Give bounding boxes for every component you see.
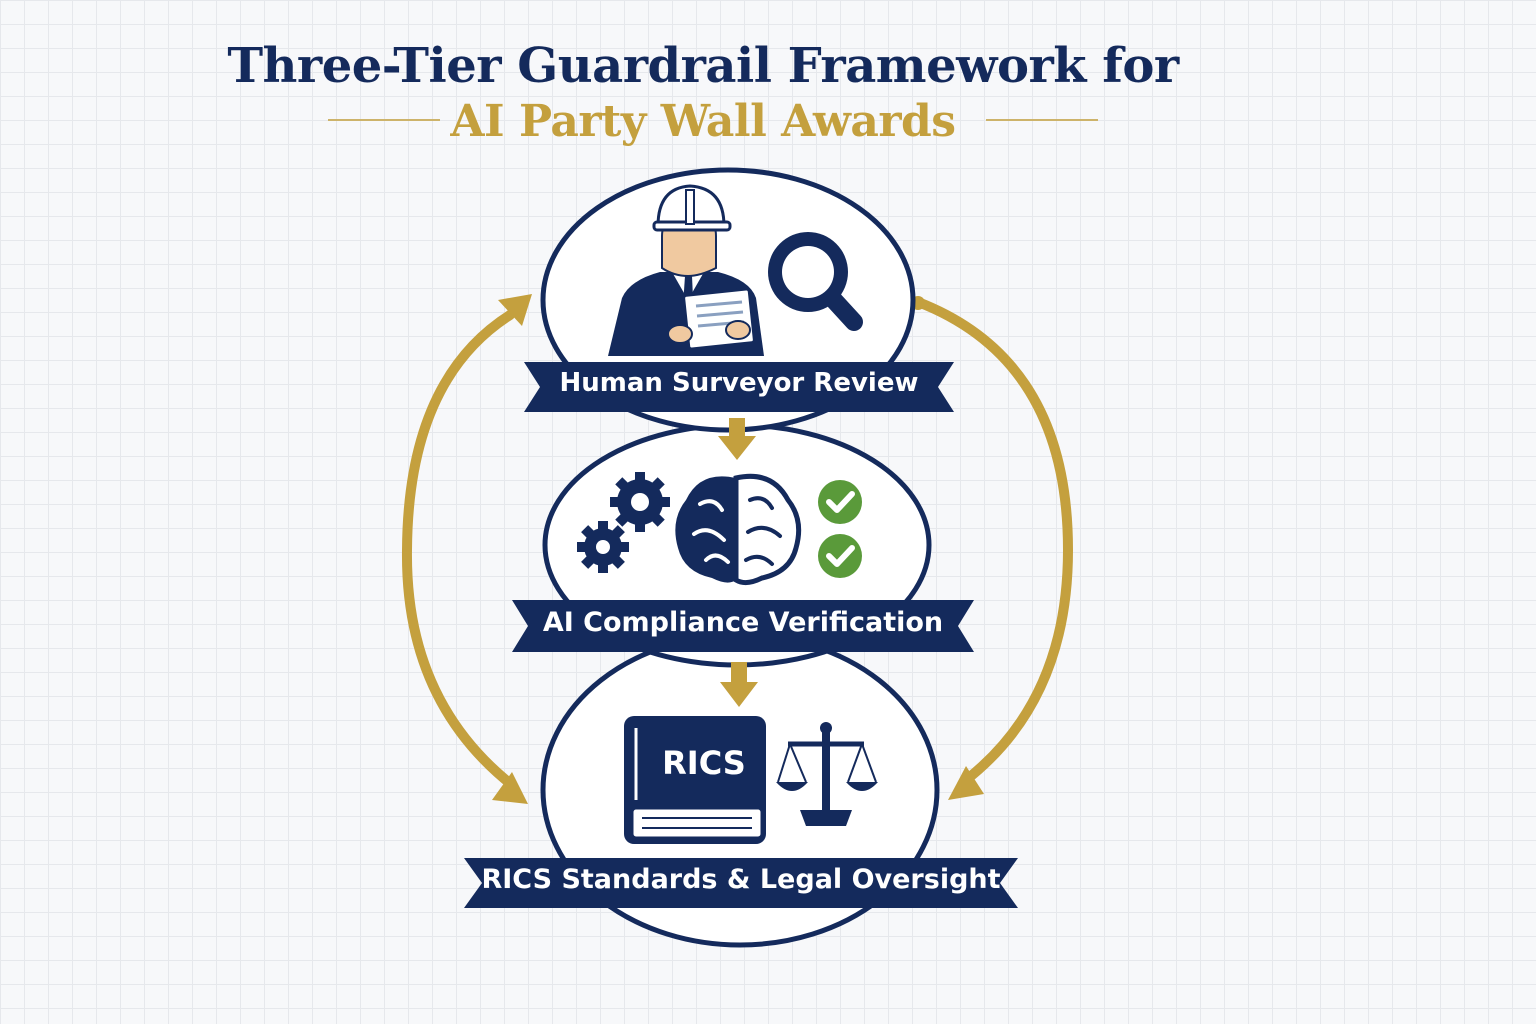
tier-2-label: AI Compliance Verification xyxy=(542,607,944,638)
tier-2-banner xyxy=(512,600,974,652)
tier-3-banner xyxy=(464,858,1018,908)
diagram-title: Three-Tier Guardrail Framework for xyxy=(227,38,1179,94)
feedback-arrow-left-head-bottom xyxy=(492,772,528,804)
title-rule-left xyxy=(328,119,440,121)
feedback-arrow-right-head xyxy=(948,766,984,800)
surveyor-icon xyxy=(608,184,764,356)
rulebook-label: RICS xyxy=(662,744,746,782)
gears-icon xyxy=(577,472,670,573)
feedback-arrow-left xyxy=(401,310,517,790)
brain-icon xyxy=(675,473,802,586)
flow-arrow-1 xyxy=(718,418,756,460)
flow-arrow-2 xyxy=(720,662,758,707)
tier-1-label: Human Surveyor Review xyxy=(559,368,919,398)
diagram-subtitle: AI Party Wall Awards xyxy=(450,96,956,147)
rulebook-icon: RICS xyxy=(624,716,766,844)
feedback-arrow-right xyxy=(913,297,1074,785)
magnifier-icon xyxy=(768,232,863,331)
title-rule-right xyxy=(986,119,1098,121)
tier-1-banner xyxy=(524,362,954,412)
feedback-arrow-left-head-top xyxy=(498,294,532,326)
scales-icon xyxy=(776,722,878,826)
checkmark-icon xyxy=(818,480,862,578)
tier-3-label: RICS Standards & Legal Oversight xyxy=(481,864,1001,895)
